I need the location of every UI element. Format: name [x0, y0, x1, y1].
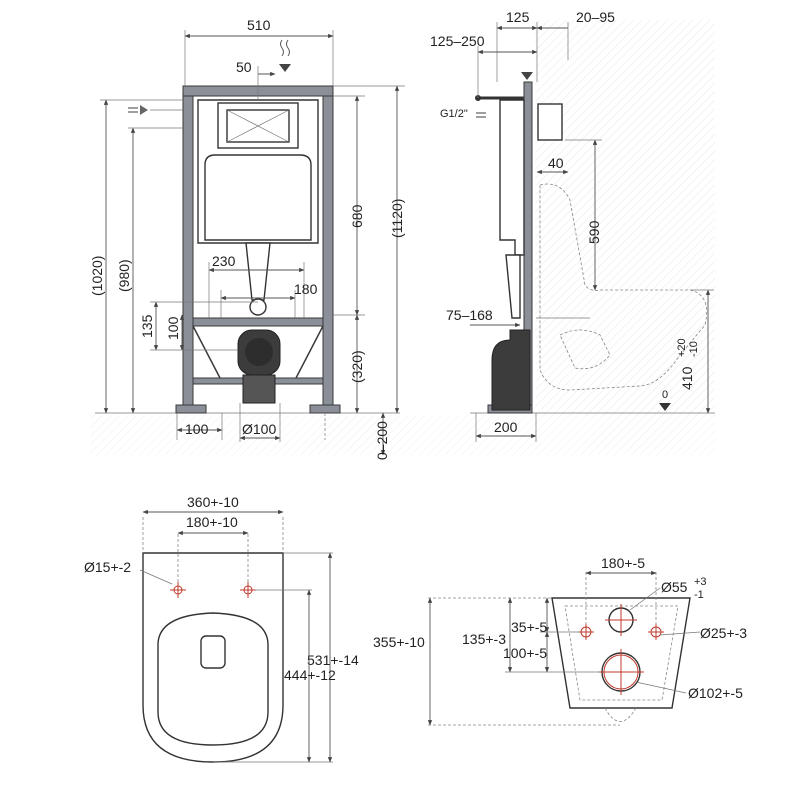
dim-offset-50: 50	[236, 59, 252, 75]
front-view: 510 50 680 (1120) (320) (1020) (980) 230…	[89, 17, 405, 460]
dim-width-200: 200	[494, 419, 518, 435]
side-waste-bend	[491, 329, 531, 411]
dim-height-980: (980)	[116, 259, 132, 292]
dim-diameter-100: Ø100	[242, 421, 276, 437]
flush-plate-side	[537, 103, 563, 141]
dim-seat-holes-180: 180+-10	[186, 514, 238, 530]
seat-top-view: 360+-10 180+-10 Ø15+-2 531+-14 444+-12	[84, 494, 359, 763]
dim-seat-length-531: 531+-14	[307, 652, 359, 668]
dim-range-75-168: 75–168	[446, 307, 493, 323]
dim-inlet-diameter-55: Ø55	[661, 579, 688, 595]
dim-depth-20-95: 20–95	[576, 9, 615, 25]
dim-depth-125: 125	[506, 9, 530, 25]
water-inlet-hole	[605, 604, 637, 636]
frame-right-post	[322, 85, 334, 412]
dim-fixing-diameter-25: Ø25+-3	[700, 625, 747, 641]
dim-bowl-height-135: 135+-3	[462, 631, 506, 647]
dim-outlet-diameter-102: Ø102+-5	[688, 685, 743, 701]
thread-size-label: G1/2"	[440, 108, 468, 120]
inlet-top-symbol	[279, 39, 291, 72]
fixing-hole-right	[648, 624, 664, 640]
tol-55-plus: +3	[694, 576, 707, 588]
dim-height-100: 100	[165, 316, 181, 340]
zero-level-marker	[659, 403, 671, 411]
dim-bowl-height-100: 100+-5	[503, 645, 547, 661]
water-inlet-fitting	[249, 298, 267, 316]
dim-height-590: 590	[586, 220, 602, 244]
dim-spacing-230: 230	[212, 253, 236, 269]
dim-height-0-200: 0–200	[374, 421, 390, 460]
pan-outline	[539, 183, 708, 391]
bowl-back-view: 180+-5 Ø55 +3 -1 355+-10 135+-3 35+-5 10…	[373, 555, 747, 726]
seat-opening	[157, 612, 269, 746]
water-inlet-arrow	[128, 105, 183, 115]
wall-hatch	[90, 20, 715, 455]
fixing-hole-left	[578, 624, 594, 640]
dim-bowl-holes-180: 180+-5	[601, 555, 645, 571]
waste-outlet-hole	[598, 649, 644, 695]
dim-hole-diameter-15: Ø15+-2	[84, 559, 131, 575]
dim-height-135: 135	[139, 314, 155, 338]
frame-left-post	[182, 85, 194, 412]
frame-middle-bar	[192, 317, 324, 327]
tol-410-minus: -10	[688, 341, 700, 357]
dim-height-680: 680	[349, 204, 365, 228]
dim-width-100: 100	[185, 421, 209, 437]
tol-410-plus: +20	[676, 338, 688, 357]
bowl-drain-outline	[200, 635, 226, 669]
dim-bowl-height-355: 355+-10	[373, 634, 425, 650]
dim-seat-width-360: 360+-10	[187, 494, 239, 510]
dim-height-1120: (1120)	[389, 199, 405, 238]
waste-pipe-front	[237, 329, 281, 404]
tol-55-minus: -1	[694, 589, 704, 601]
left-foot	[175, 404, 207, 414]
mounting-hole-right	[240, 582, 256, 598]
dim-depth-125-250: 125–250	[430, 33, 485, 49]
right-foot	[309, 404, 341, 414]
dim-spacing-180: 180	[294, 281, 318, 297]
dim-height-410: 410	[679, 366, 695, 390]
dim-width-510: 510	[247, 17, 271, 33]
dim-height-320: (320)	[349, 350, 365, 383]
zero-level-label: 0	[662, 389, 668, 401]
dim-offset-40: 40	[548, 155, 564, 171]
dim-bowl-height-35: 35+-5	[511, 619, 547, 635]
side-cistern	[499, 99, 525, 256]
mounting-hole-left	[170, 582, 186, 598]
dim-seat-length-444: 444+-12	[284, 667, 336, 683]
dim-height-1020: (1020)	[89, 256, 105, 296]
cistern	[197, 99, 319, 316]
side-view: G1/2" 125 20–95 125–250 40 590 75–168 20…	[430, 9, 715, 442]
